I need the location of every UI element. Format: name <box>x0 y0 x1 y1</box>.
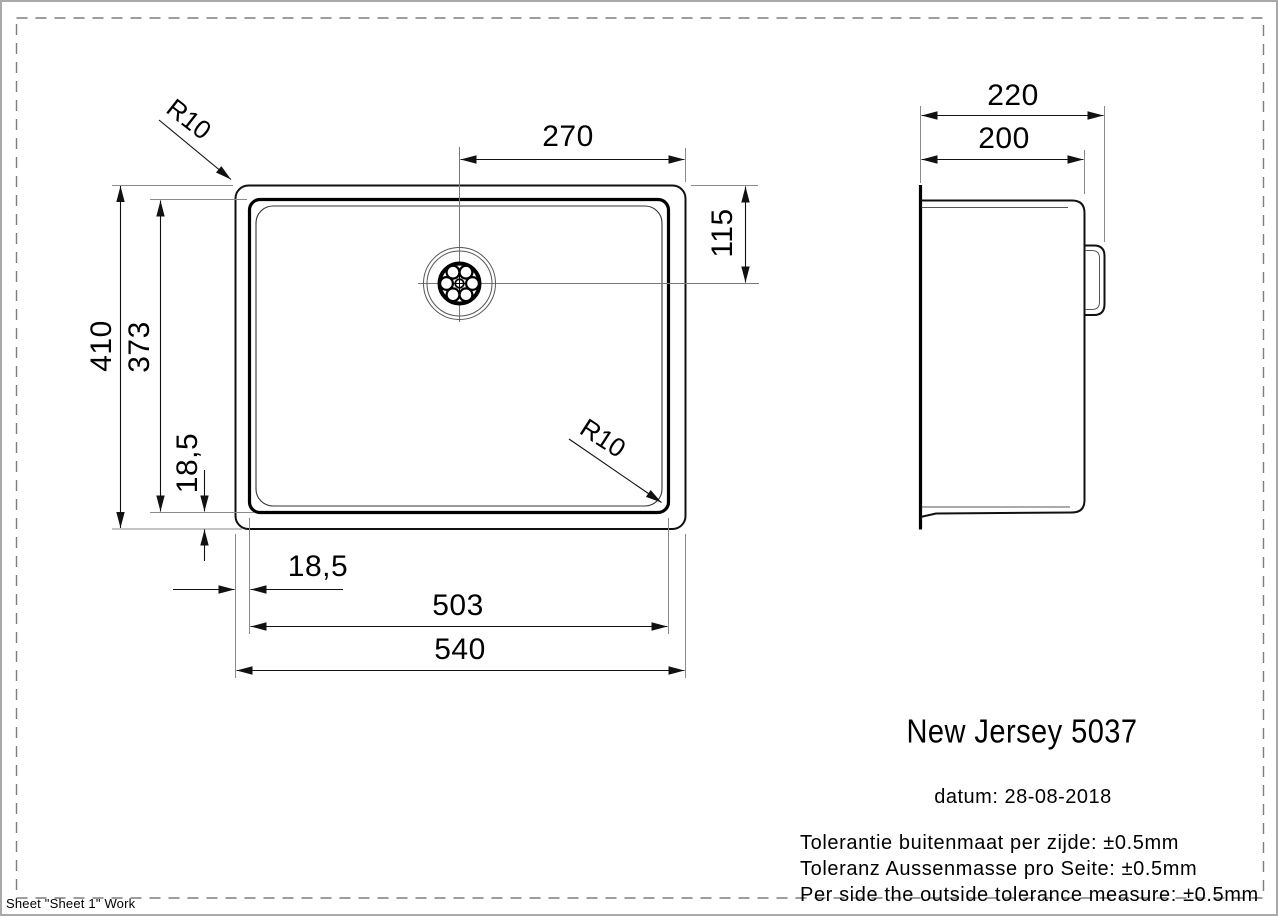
tolerance-line-en: Per side the outside tolerance measure: … <box>800 884 1259 906</box>
tolerance-block: Tolerantie buitenmaat per zijde: ±0.5mm … <box>800 830 1259 908</box>
sheet-status-text: Sheet "Sheet 1" Work <box>6 896 136 911</box>
extension-lines-plan <box>112 148 758 678</box>
radius-leader-lines <box>158 119 662 503</box>
side-drain-bump-inner <box>1085 250 1100 310</box>
tolerance-line-de: Toleranz Aussenmasse pro Seite: ±0.5mm <box>800 858 1198 880</box>
tolerance-line-nl: Tolerantie buitenmaat per zijde: ±0.5mm <box>800 832 1179 854</box>
extension-lines-side <box>920 106 1105 242</box>
sink-outer-rim <box>234 184 687 530</box>
side-drain-bump-outer <box>1085 244 1106 316</box>
dim-flange-vertical-label: 18,5 <box>171 432 204 494</box>
model-title: New Jersey 5037 <box>906 712 1138 750</box>
dimension-lines-side <box>921 111 1104 164</box>
flange-dimension-arrows <box>173 470 343 594</box>
dim-drain-from-right-label: 270 <box>542 120 594 153</box>
side-view <box>918 106 1106 530</box>
dim-basin-height-label: 373 <box>123 321 156 373</box>
side-body-outline <box>920 199 1086 518</box>
dim-depth-overall-label: 220 <box>987 79 1039 112</box>
dim-outer-width-label: 540 <box>434 633 486 666</box>
drawing-date: datum: 28-08-2018 <box>934 786 1112 808</box>
dim-flange-horizontal-label: 18,5 <box>287 550 349 583</box>
dimension-lines-plan <box>116 155 750 675</box>
plan-view <box>112 119 759 678</box>
drain-strainer <box>423 247 496 320</box>
dim-drain-from-top-label: 115 <box>706 208 739 258</box>
dim-outer-height-label: 410 <box>85 320 118 372</box>
dim-basin-width-label: 503 <box>432 589 484 622</box>
dim-depth-basin-label: 200 <box>978 122 1030 155</box>
